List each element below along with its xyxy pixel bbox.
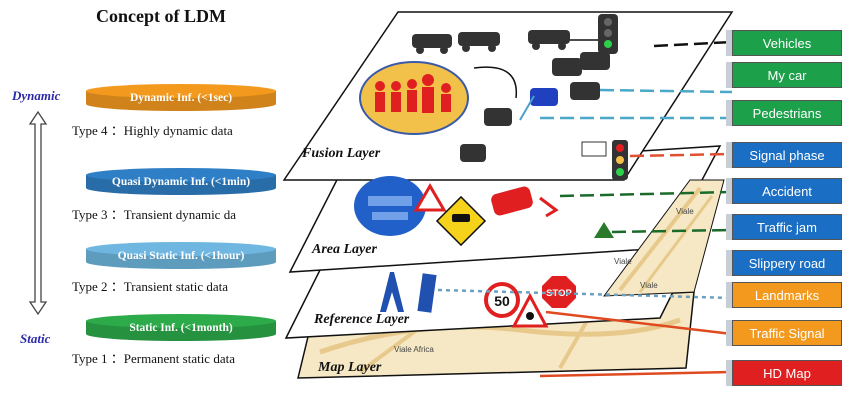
connector-traffic-signal [545,310,733,336]
eiffel-tower-icon [380,272,404,312]
curved-path [473,66,518,99]
axis-static-label: Static [20,331,51,346]
layer-label-fusion: Fusion Layer [302,146,381,161]
falling-rocks-sign-icon [511,292,549,328]
tier-disc-quasi-dynamic: Quasi Dynamic Inf. (<1min) [86,168,276,202]
tier-disc-label: Dynamic Inf. (<1sec) [129,92,233,104]
map-strip [602,179,725,297]
category-box-vehicles: Vehicles [732,30,842,56]
stop-sign-icon [542,276,576,308]
connector-vehicles [653,40,733,48]
layer-label-reference: Reference Layer [314,312,410,327]
connector-landmarks [437,288,733,300]
tree-icon [594,222,614,238]
map-street-label: Viale [614,257,632,266]
map-street-label: Viale [640,281,658,290]
traffic-light-icon [598,14,618,54]
fusion-layer-plane [282,11,734,181]
connector-traffic-jam [611,228,733,234]
category-box-landmarks: Landmarks [732,282,842,308]
vehicle-icons [412,30,610,162]
traffic-jam-icon [354,176,426,236]
layer-label-map: Map Layer [318,360,382,375]
tier-disc-static: Static Inf. (<1month) [86,314,276,348]
pedestrian-group-icon [359,61,469,135]
category-box-pedestrians: Pedestrians [732,100,842,126]
tier-disc-label: Quasi Dynamic Inf. (<1min) [111,176,251,188]
my-car-icon [519,88,558,121]
tier-type-label: Type 4 ：Highly dynamic data [72,123,233,138]
leaning-tower-icon [417,273,437,313]
speed-limit-text: 50 [494,293,510,309]
connector-hd-map [539,370,733,378]
category-box-signal-phase: Signal phase [732,142,842,168]
category-box-hd-map: HD Map [732,360,842,386]
connector-lines [437,40,733,300]
category-box-slippery-road: Slippery road [732,250,842,276]
signal-phase-icon [581,140,628,180]
category-box-accident: Accident [732,178,842,204]
tier-disc-quasi-static: Quasi Static Inf. (<1hour) [86,242,276,276]
tier-type-label: Type 3 ：Transient dynamic da [72,207,236,222]
map-street-label: Viale [676,207,694,216]
slippery-road-icon [435,195,487,247]
tier-disc-dynamic: Dynamic Inf. (<1sec) [86,84,276,118]
map-street-label: Viale Africa [394,345,434,354]
tier-disc-label: Quasi Static Inf. (<1hour) [117,250,245,262]
connector-my-car [599,88,733,94]
category-box-traffic-jam: Traffic jam [732,214,842,240]
tier-type-label: Type 1 ：Permanent static data [72,351,235,366]
tier-type-label: Type 2 ：Transient static data [72,279,229,294]
layer-label-area: Area Layer [312,242,377,257]
diagram-title: Concept of LDM [96,6,226,26]
category-box-my-car: My car [732,62,842,88]
category-box-traffic-signal: Traffic Signal [732,320,842,346]
dynamic-static-arrow [28,110,48,316]
tier-disc-label: Static Inf. (<1month) [129,322,233,334]
axis-dynamic-label: Dynamic [12,88,61,103]
connector-accident [559,190,733,198]
accident-icon [491,186,559,218]
connector-signal-phase [629,152,733,158]
warning-sign-icon [413,183,447,212]
